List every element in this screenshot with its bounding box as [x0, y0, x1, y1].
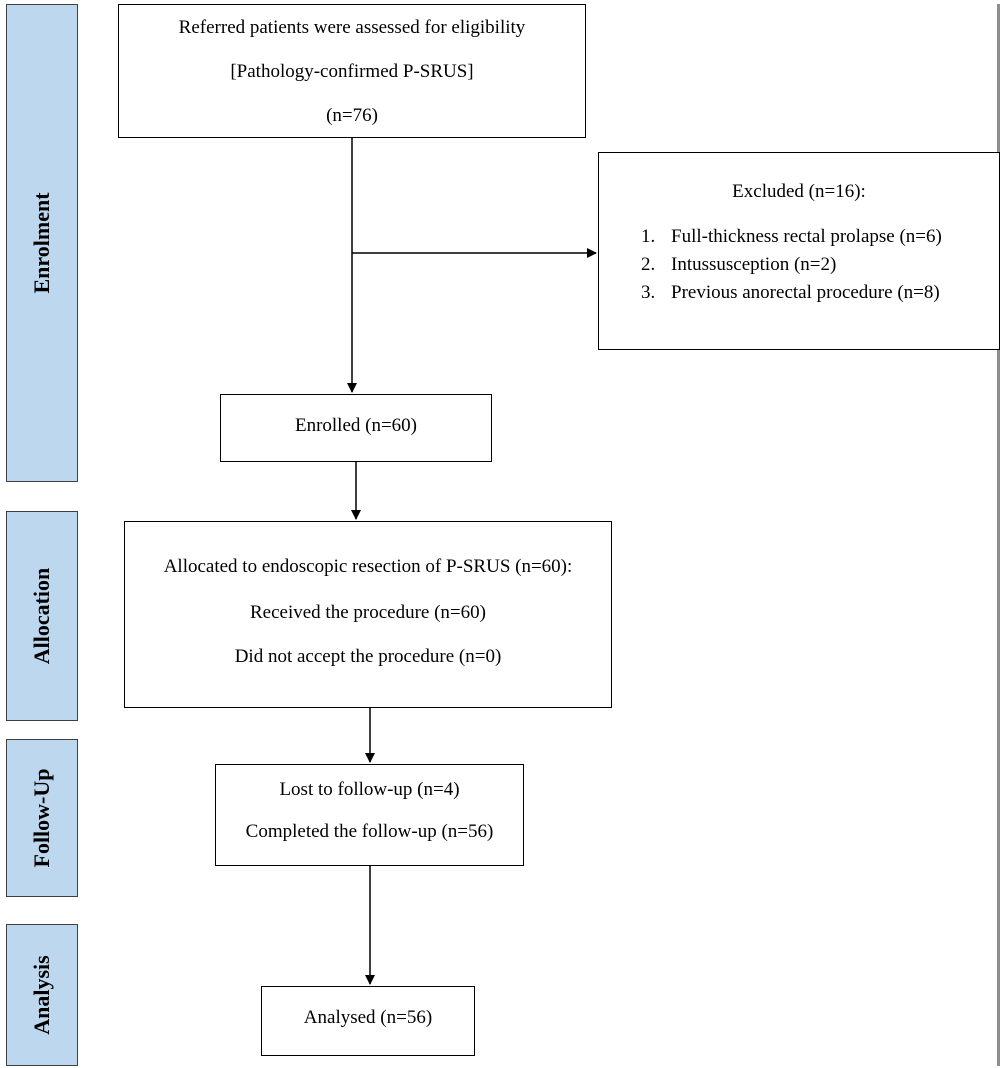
referred-line-1: Referred patients were assessed for elig…: [178, 17, 526, 38]
referred-line-3: (n=76): [326, 105, 378, 126]
excluded-item-text: Previous anorectal procedure (n=8): [671, 282, 940, 303]
phase-analysis: Analysis: [6, 924, 78, 1066]
excluded-title: Excluded (n=16):: [732, 181, 866, 202]
followup-line-1: Lost to follow-up (n=4): [279, 779, 460, 800]
referred-box: Referred patients were assessed for elig…: [118, 4, 586, 138]
analysed-box: Analysed (n=56): [261, 986, 475, 1056]
enrolled-text: Enrolled (n=60): [294, 415, 418, 436]
allocated-line-2: Received the procedure (n=60): [250, 602, 486, 623]
allocated-box: Allocated to endoscopic resection of P-S…: [124, 521, 612, 708]
excluded-item: 3. Previous anorectal procedure (n=8): [641, 279, 942, 307]
excluded-item-number: 1.: [641, 226, 656, 247]
phase-enrolment: Enrolment: [6, 4, 78, 482]
phase-follow-up: Follow-Up: [6, 739, 78, 897]
allocated-line-1: Allocated to endoscopic resection of P-S…: [163, 556, 573, 577]
analysed-text: Analysed (n=56): [303, 1007, 433, 1028]
excluded-list: 1. Full-thickness rectal prolapse (n=6) 2…: [641, 223, 942, 307]
followup-box: Lost to follow-up (n=4) Completed the fo…: [215, 764, 524, 866]
allocated-line-3: Did not accept the procedure (n=0): [234, 646, 502, 667]
excluded-item: 2. Intussusception (n=2): [641, 251, 942, 279]
excluded-item-text: Intussusception (n=2): [671, 254, 837, 275]
excluded-box: Excluded (n=16): 1. Full-thickness rectal…: [598, 152, 1000, 350]
followup-line-2: Completed the follow-up (n=56): [245, 821, 494, 842]
excluded-item-number: 3.: [641, 282, 656, 303]
excluded-item: 1. Full-thickness rectal prolapse (n=6): [641, 223, 942, 251]
phase-allocation: Allocation: [6, 511, 78, 721]
flow-diagram: Enrolment Allocation Follow-Up Analysis …: [4, 4, 1000, 1066]
referred-line-2: [Pathology-confirmed P-SRUS]: [230, 61, 474, 82]
excluded-item-text: Full-thickness rectal prolapse (n=6): [671, 226, 942, 247]
excluded-item-number: 2.: [641, 254, 656, 275]
enrolled-box: Enrolled (n=60): [220, 394, 492, 462]
connector-arrows: [347, 138, 597, 985]
